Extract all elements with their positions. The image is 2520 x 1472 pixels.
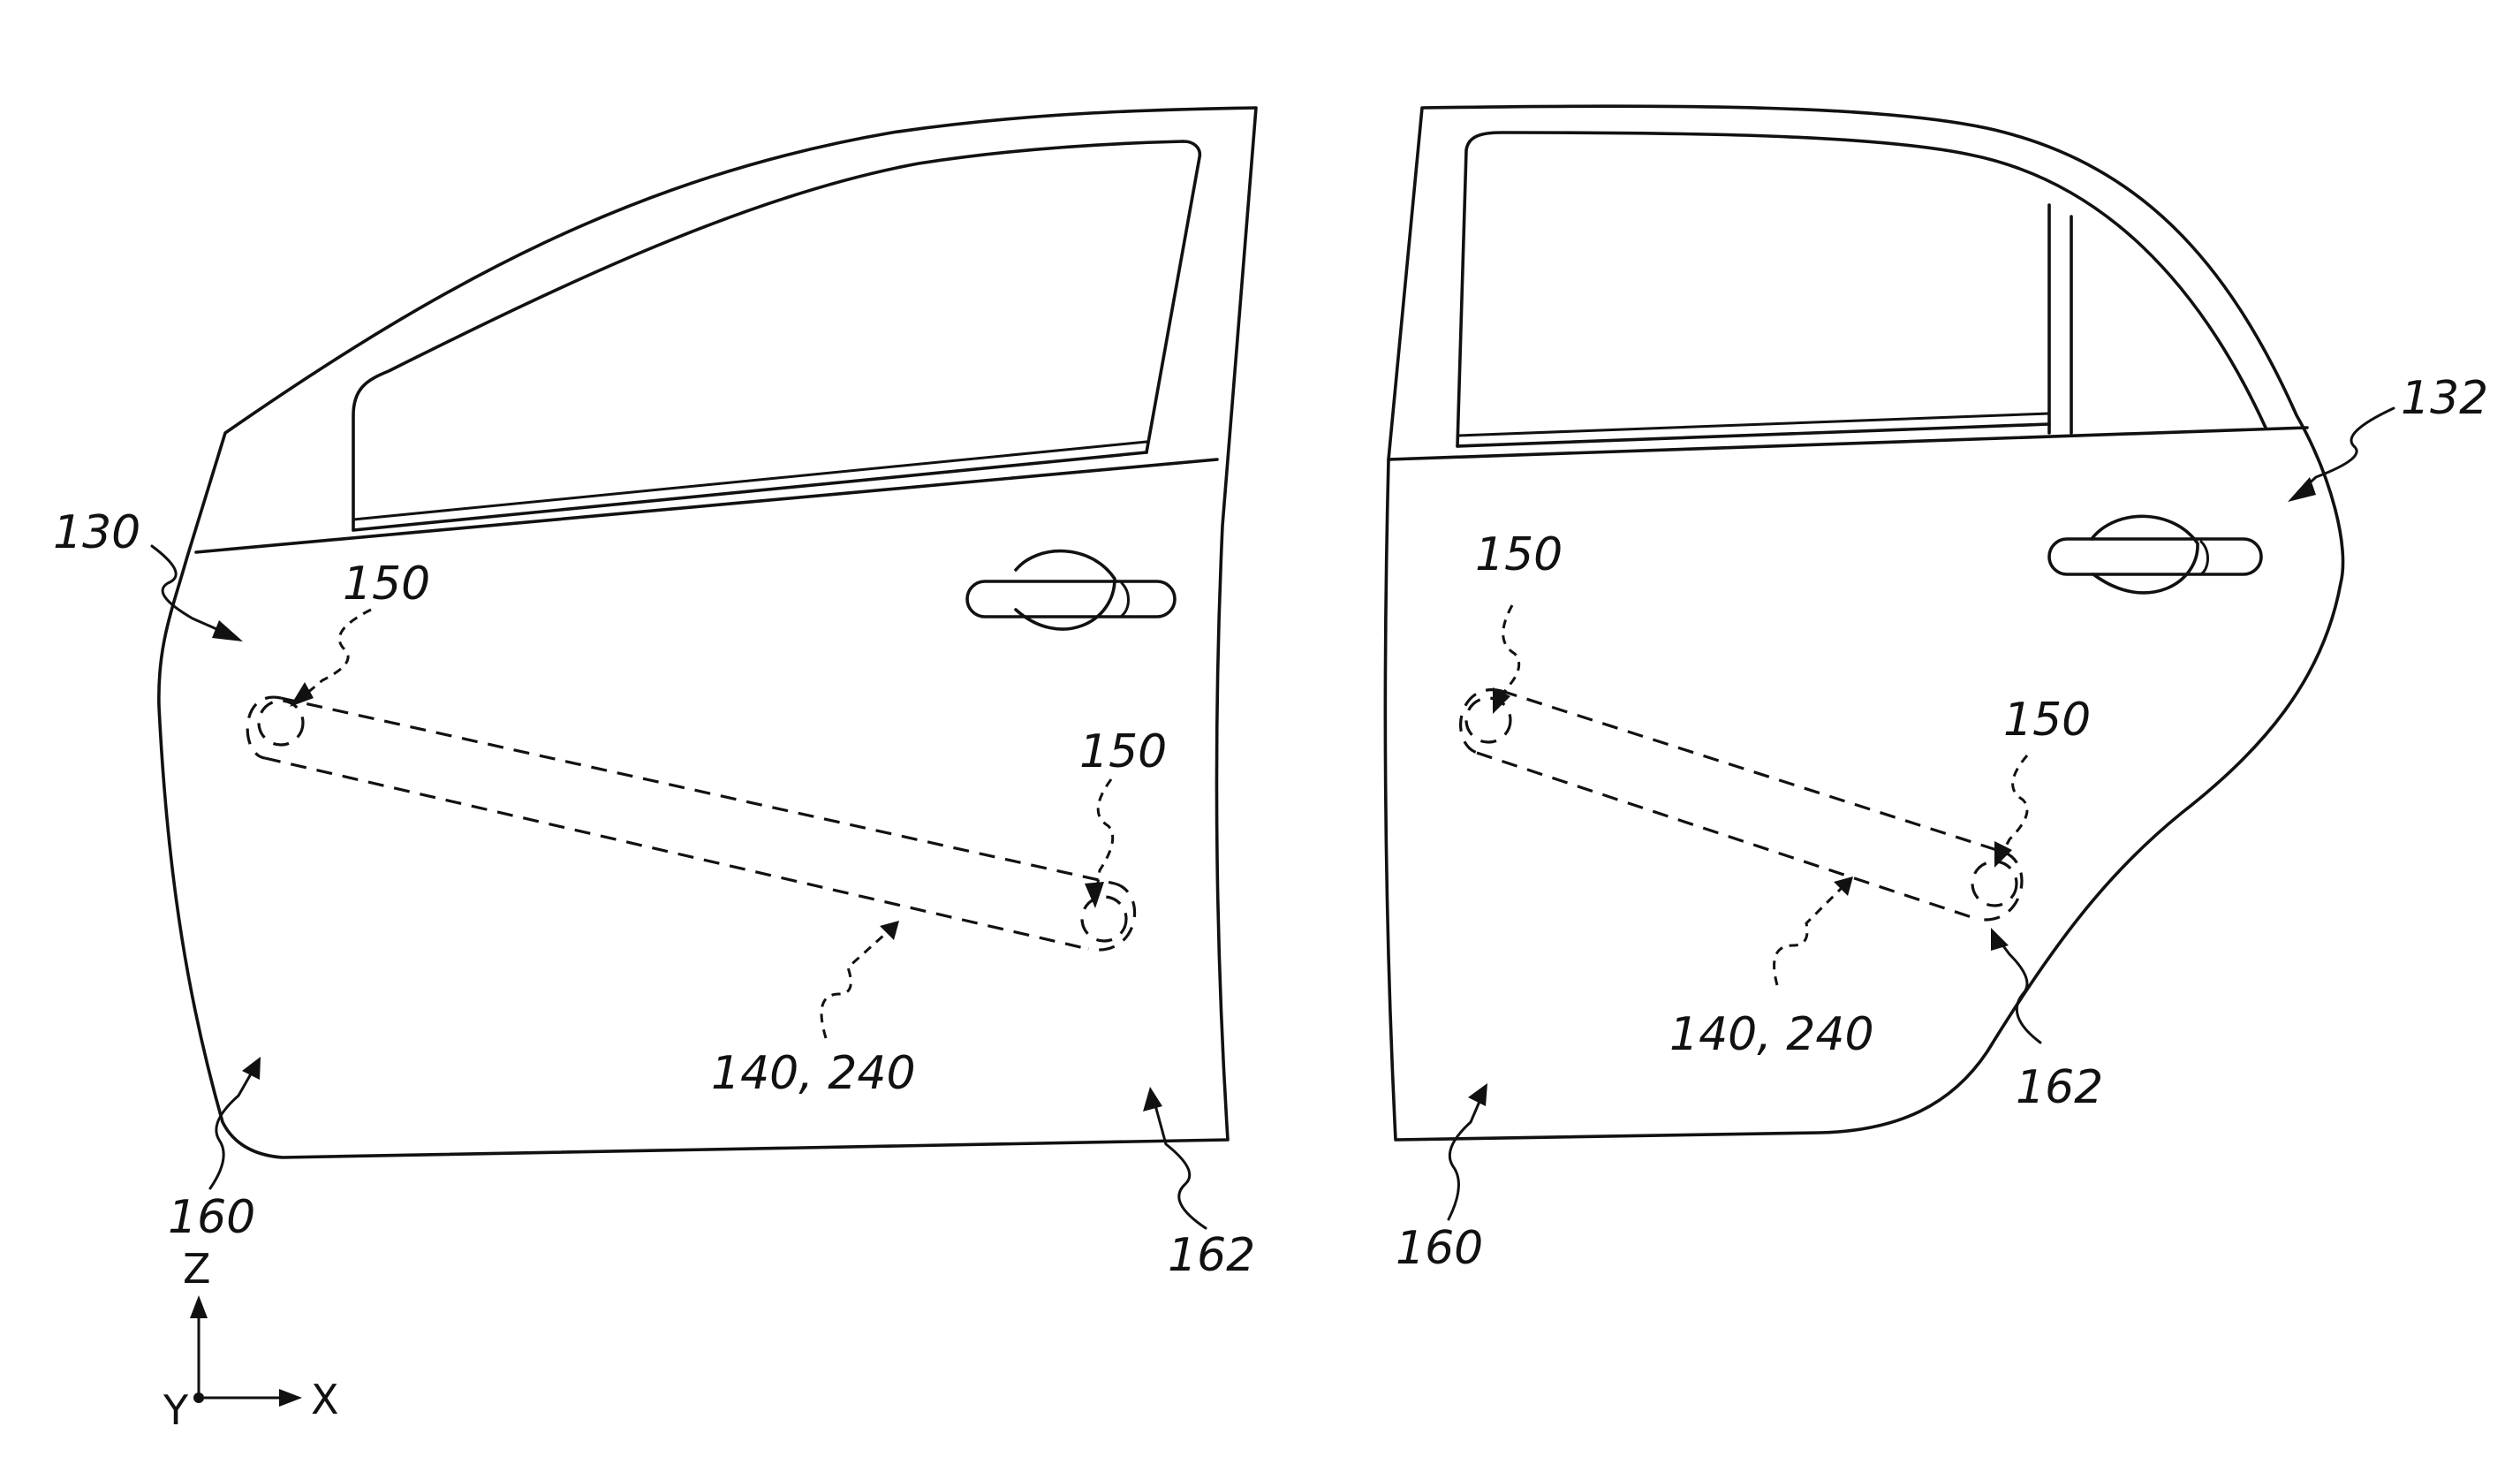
front-door	[159, 108, 1256, 1157]
label-front-door: 130	[53, 506, 140, 559]
rear-door	[1385, 106, 2342, 1140]
rear-window-sill-inner	[1457, 414, 2049, 436]
rear-door-handle	[2049, 516, 2261, 593]
front-window-sill-inner	[353, 442, 1146, 520]
coordinate-axes: Z Y X	[163, 1245, 339, 1434]
z-arrow-icon	[190, 1295, 208, 1318]
label-rear-door: 132	[2401, 372, 2488, 425]
label-front-lower-left: 160	[168, 1191, 255, 1244]
origin-dot	[193, 1392, 204, 1403]
label-anchor-front-left: 150	[343, 558, 430, 611]
axis-label-z: Z	[183, 1245, 211, 1293]
reference-labels: 130 132 150 150 150 150 140, 240 140, 24…	[53, 372, 2488, 1282]
anchor-rear-left	[1466, 698, 1510, 742]
label-beam-front: 140, 240	[711, 1047, 916, 1100]
label-anchor-front-right: 150	[1079, 725, 1167, 778]
rear-window	[1457, 133, 2266, 446]
anchor-front-left	[259, 701, 303, 745]
front-door-outline	[159, 108, 1256, 1157]
front-window-sill	[353, 452, 1146, 530]
label-front-lower-right: 162	[1168, 1229, 1255, 1282]
x-arrow-icon	[279, 1389, 302, 1407]
rear-door-outline	[1385, 106, 2342, 1140]
label-rear-lower-right: 162	[2016, 1061, 2103, 1114]
rear-beam	[1461, 690, 2022, 920]
front-door-handle	[967, 551, 1175, 629]
anchor-rear-right	[1972, 861, 2017, 906]
axis-label-y: Y	[163, 1386, 189, 1434]
label-rear-lower-left: 160	[1396, 1222, 1483, 1275]
label-beam-rear: 140, 240	[1669, 1008, 1874, 1061]
rear-window-sill	[1457, 424, 2049, 446]
rear-window-pillar	[2049, 205, 2071, 433]
front-door-beltline	[196, 459, 1217, 552]
label-anchor-rear-left: 150	[1475, 528, 1563, 581]
front-beam	[247, 697, 1134, 950]
label-anchor-rear-right: 150	[2003, 694, 2091, 747]
axis-label-x: X	[311, 1376, 339, 1423]
anchor-front-right	[1082, 897, 1126, 941]
